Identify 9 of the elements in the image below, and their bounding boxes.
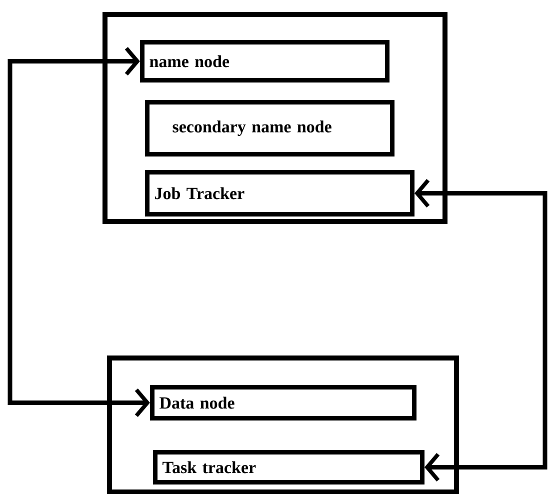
process-box: Job Tracker (145, 170, 414, 216)
process-box: Data node (150, 385, 416, 420)
container-box (107, 356, 459, 494)
arrow (414, 178, 548, 482)
process-box: Task tracker (153, 450, 424, 484)
process-box: secondary name node (145, 100, 394, 156)
arrow (8, 46, 150, 418)
container-box (102, 12, 448, 224)
process-box: name node (140, 40, 390, 82)
